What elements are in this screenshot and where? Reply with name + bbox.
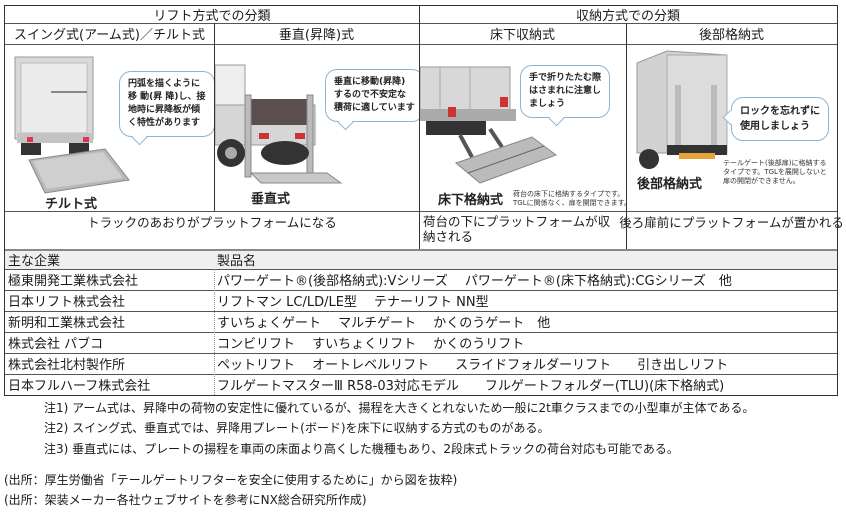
tilt-truck-illustration — [14, 56, 130, 194]
source-2: (出所：架装メーカー各社ウェブサイトを参考にNX総合研究所作成) — [4, 493, 367, 507]
speech-bubble: 円弧を描くように 移 動(昇 降)し、接 地時に昇降板が傾 く特性があります — [119, 71, 214, 137]
divider — [5, 332, 837, 333]
divider — [5, 211, 837, 212]
illustration-vertical: 垂直に移動(昇降) するので不安定な 積荷に適しています 垂直式 — [215, 45, 419, 211]
bubble-line: 使用しましょう — [740, 121, 810, 132]
bubble-line: 手で折りたたむ際 — [529, 73, 602, 83]
footnote-3: 注3) 垂直式には、プレートの揚程を車両の床面より高くした機種もあり、2段床式ト… — [44, 442, 679, 456]
speech-bubble: ロックを忘れずに 使用しましょう — [731, 97, 829, 141]
note-line: タイプです。TGLを展開しないと — [723, 168, 827, 176]
product-list: すいちょくゲート マルチゲート かくのうゲート 他 — [217, 316, 551, 331]
source-1: (出所：厚生労働省「テールゲートリフターを安全に使用するために」から図を抜粋) — [4, 473, 458, 487]
caption-underfloor: 床下格納式 — [438, 193, 504, 208]
note-line: TGLに関係なく、扉を開閉できます。 — [513, 199, 626, 207]
rear-truck-illustration — [636, 50, 728, 169]
col-header-company: 主な企業 — [8, 253, 61, 269]
divider — [5, 311, 837, 312]
group-header-lift: リフト方式での分類 — [153, 9, 271, 24]
col-header-vertical: 垂直(昇降)式 — [278, 28, 355, 43]
footnote-1: 注1) アーム式は、昇降中の荷物の安定性に優れているが、揚程を大きくとれないため… — [44, 401, 755, 415]
bubble-line: 積荷に適しています — [334, 103, 415, 113]
divider — [419, 6, 420, 249]
description-rear: 後ろ扉前にプラットフォームが置かれる — [619, 214, 844, 230]
product-list: ペットリフト オートレベルリフト スライドフォルダーリフト 引き出しリフト — [217, 358, 729, 373]
company-name: 日本リフト株式会社 — [8, 295, 126, 310]
illustration-rear: ロックを忘れずに 使用しましょう 後部格納式 テールゲート(後部扉)に格納する … — [627, 45, 837, 211]
caption-vertical: 垂直式 — [251, 192, 291, 207]
classification-table: リフト方式での分類 収納方式での分類 スイング式(アーム式)／チルト式 垂直(昇… — [4, 5, 844, 396]
bubble-line: ロックを忘れずに — [740, 106, 820, 117]
caption-rear: 後部格納式 — [637, 177, 703, 192]
note-line: テールゲート(後部扉)に格納する — [723, 159, 827, 167]
group-header-storage: 収納方式での分類 — [575, 9, 680, 24]
bubble-line: するので不安定な — [334, 90, 407, 100]
bubble-line: はさまれに注意し — [529, 86, 602, 96]
illustration-underfloor: 手で折りたたむ際 はさまれに注意し ましょう 床下格納式 荷台の床下に格納するタ… — [420, 45, 626, 211]
divider — [5, 249, 837, 251]
company-name: 極東開発工業株式会社 — [8, 274, 139, 289]
footnote-2: 注2) スイング式、垂直式では、昇降用プレート(ボード)を床下に収納する方式のも… — [44, 421, 550, 435]
bubble-line: 垂直に移動(昇降) — [334, 77, 406, 87]
divider — [5, 269, 837, 270]
speech-bubble: 垂直に移動(昇降) するので不安定な 積荷に適しています — [325, 69, 419, 122]
product-list: パワーゲート®(後部格納式):Vシリーズ パワーゲート®(床下格納式):CGシリ… — [217, 274, 732, 289]
divider — [214, 269, 215, 395]
bubble-line: く特性があります — [128, 118, 201, 128]
company-name: 日本フルハーフ株式会社 — [8, 379, 151, 394]
col-header-underfloor: 床下収納式 — [489, 28, 555, 43]
underfloor-note: 荷台の床下に格納するタイプです。 TGLに関係なく、扉を開閉できます。 — [513, 190, 626, 208]
product-list: フルゲートマスターⅢ R58-03対応モデル フルゲートフォルダー(TLU)(床… — [217, 379, 725, 394]
col-header-rear: 後部格納式 — [698, 28, 764, 43]
vertical-truck-illustration — [215, 64, 343, 184]
bubble-line: ましょう — [529, 99, 566, 109]
note-line: 扉の開閉ができません。 — [723, 177, 800, 185]
rear-note: テールゲート(後部扉)に格納する タイプです。TGLを展開しないと 扉の開閉がで… — [723, 159, 827, 186]
bubble-line: 移 動(昇 降)し、接 — [128, 92, 206, 102]
note-line: 荷台の床下に格納するタイプです。 — [513, 190, 625, 198]
company-name: 株式会社 パブコ — [8, 337, 104, 352]
divider — [5, 44, 837, 45]
divider — [5, 353, 837, 354]
bubble-line: 円弧を描くように — [128, 79, 201, 89]
product-list: コンビリフト すいちょくリフト かくのうリフト — [217, 337, 525, 352]
illustration-tilt: 円弧を描くように 移 動(昇 降)し、接 地時に昇降板が傾 く特性があります チ… — [5, 45, 214, 211]
company-name: 新明和工業株式会社 — [8, 316, 126, 331]
company-name: 株式会社北村製作所 — [8, 358, 126, 373]
divider — [5, 23, 837, 24]
speech-bubble: 手で折りたたむ際 はさまれに注意し ましょう — [520, 65, 611, 118]
product-list: リフトマン LC/LD/LE型 テナーリフト NN型 — [217, 295, 489, 310]
caption-tilt: チルト式 — [45, 197, 98, 211]
company-header-bg — [5, 249, 837, 269]
underfloor-truck-illustration — [420, 66, 558, 184]
divider — [5, 290, 837, 291]
col-header-products: 製品名 — [217, 253, 257, 269]
description-lift: トラックのあおりがプラットフォームになる — [87, 214, 337, 230]
col-header-swing: スイング式(アーム式)／チルト式 — [14, 28, 205, 43]
description-underfloor: 荷台の下にプラットフォームが収納される — [423, 214, 611, 244]
divider — [626, 23, 627, 249]
bubble-line: 地時に昇降板が傾 — [128, 105, 201, 115]
divider — [5, 374, 837, 375]
